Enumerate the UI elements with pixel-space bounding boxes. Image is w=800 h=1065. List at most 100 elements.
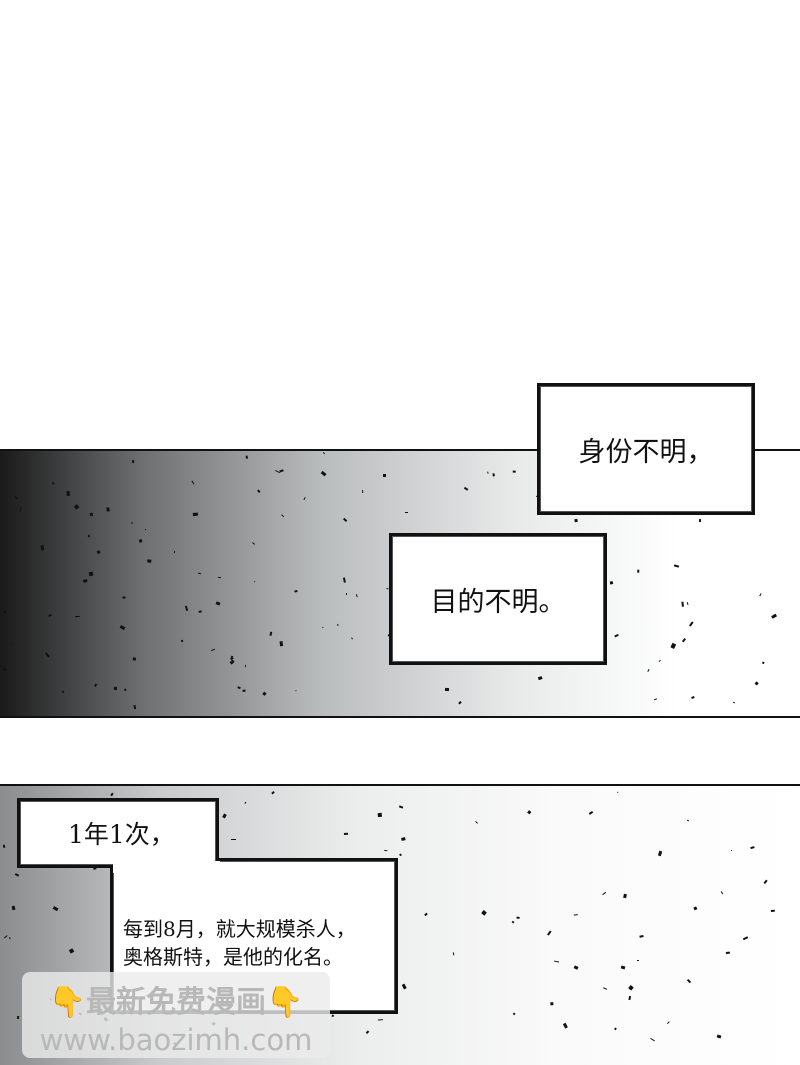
ink-speck <box>691 696 695 700</box>
ink-speck <box>758 593 762 597</box>
ink-speck <box>230 839 236 841</box>
ink-speck <box>527 810 532 815</box>
caption-box: 身份不明， <box>537 383 755 515</box>
ink-speck <box>639 934 645 938</box>
panel-border <box>755 449 800 451</box>
ink-speck <box>720 890 724 895</box>
ink-speck <box>40 545 45 550</box>
ink-speck <box>686 602 689 606</box>
ink-speck <box>402 983 407 989</box>
ink-speck <box>492 472 495 477</box>
ink-speck <box>732 701 735 704</box>
ink-speck <box>131 459 134 464</box>
ink-speck <box>245 455 248 459</box>
ink-speck <box>146 559 152 563</box>
ink-speck <box>221 813 227 819</box>
caption-text: 每到8月，就大规模杀人， <box>123 917 356 941</box>
ink-speck <box>51 482 55 486</box>
ink-speck <box>574 913 579 916</box>
ink-speck <box>383 474 387 478</box>
ink-speck <box>603 987 608 991</box>
ink-speck <box>15 873 20 878</box>
ink-speck <box>762 661 765 665</box>
ink-speck <box>96 550 101 555</box>
ink-speck <box>230 659 235 665</box>
ink-speck <box>106 507 110 512</box>
ink-speck <box>614 634 619 638</box>
ink-speck <box>563 1022 569 1029</box>
caption-text: 身份不明， <box>578 436 714 468</box>
ink-speck <box>452 952 454 955</box>
ink-speck <box>620 965 626 970</box>
ink-speck <box>666 1021 670 1025</box>
ink-speck <box>119 624 126 631</box>
pointing-down-hand-icon: 👇 <box>48 985 86 1020</box>
ink-speck <box>512 1012 516 1016</box>
ink-speck <box>554 960 559 963</box>
ink-speck <box>198 610 203 613</box>
pointing-down-hand-icon: 👇 <box>266 985 304 1020</box>
ink-speck <box>400 837 406 842</box>
ink-speck <box>87 535 90 538</box>
ink-speck <box>131 657 136 661</box>
ink-speck <box>303 496 307 500</box>
ink-speck <box>573 965 579 970</box>
ink-speck <box>725 951 730 954</box>
ink-speck <box>457 700 462 705</box>
ink-speck <box>345 592 347 596</box>
ink-speck <box>262 691 267 696</box>
ink-speck <box>280 514 284 518</box>
ink-speck <box>67 491 71 497</box>
ink-speck <box>588 810 594 815</box>
ink-speck <box>574 519 578 523</box>
ink-speck <box>110 792 114 797</box>
ink-speck <box>546 930 552 936</box>
ink-speck <box>11 905 16 910</box>
ink-speck <box>124 688 127 692</box>
ink-speck <box>475 820 479 824</box>
ink-speck <box>609 580 614 584</box>
ink-speck <box>242 689 246 692</box>
ink-speck <box>74 615 80 617</box>
ink-speck <box>270 631 273 636</box>
ink-speck <box>670 643 677 650</box>
ink-speck <box>538 675 543 680</box>
ink-speck <box>180 640 183 643</box>
ink-speck <box>730 849 732 852</box>
ink-speck <box>681 601 685 607</box>
ink-speck <box>343 832 348 836</box>
ink-speck <box>681 637 686 642</box>
ink-speck <box>716 1034 722 1039</box>
ink-speck <box>512 470 516 473</box>
ink-speck <box>184 605 189 611</box>
ink-speck <box>237 686 242 690</box>
ink-speck <box>2 844 5 849</box>
watermark: 👇最新免费漫画👇 www.baozimh.com <box>22 972 330 1058</box>
ink-speck <box>89 513 94 517</box>
ink-speck <box>614 1028 617 1031</box>
ink-speck <box>210 648 215 652</box>
ink-speck <box>191 480 195 485</box>
ink-speck <box>480 909 487 916</box>
ink-speck <box>257 489 261 493</box>
ink-speck <box>355 593 358 598</box>
ink-speck <box>74 504 80 510</box>
ink-speck <box>628 995 632 1000</box>
ink-speck <box>444 687 450 691</box>
ink-speck <box>322 452 326 455</box>
ink-speck <box>361 489 364 493</box>
ink-speck <box>337 624 339 627</box>
ink-speck <box>19 506 22 512</box>
ink-speck <box>2 668 7 671</box>
caption-box: 1年1次， <box>17 798 219 868</box>
ink-speck <box>331 1014 334 1018</box>
ink-speck <box>405 512 408 514</box>
watermark-line1: 最新免费漫画 <box>86 985 266 1020</box>
ink-speck <box>698 518 701 523</box>
ink-speck <box>4 935 8 939</box>
caption-text: 奥格斯特，是他的化名。 <box>123 945 343 969</box>
ink-speck <box>617 792 619 794</box>
ink-speck <box>193 512 199 516</box>
panel-border <box>0 449 537 451</box>
ink-speck <box>649 1038 655 1042</box>
